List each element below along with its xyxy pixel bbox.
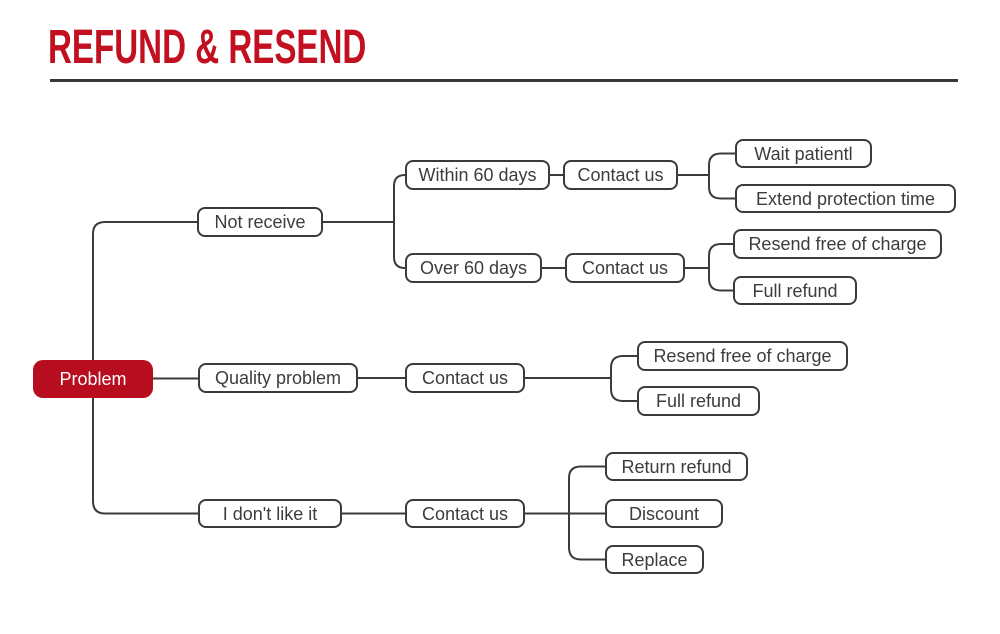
edge-contact1-bracket <box>708 152 735 200</box>
node-resend-free-of-charge-1: Resend free of charge <box>733 229 942 259</box>
title-divider <box>50 79 958 82</box>
node-return-refund: Return refund <box>605 452 748 481</box>
node-contact-us-1: Contact us <box>563 160 678 190</box>
page-title: REFUND & RESEND <box>48 19 367 74</box>
node-within-60-days: Within 60 days <box>405 160 550 190</box>
node-full-refund-1: Full refund <box>733 276 857 305</box>
edge-contact2-bracket <box>708 243 733 292</box>
edge-contact3-bracket <box>610 355 637 402</box>
node-not-receive: Not receive <box>197 207 323 237</box>
node-discount: Discount <box>605 499 723 528</box>
node-contact-us-3: Contact us <box>405 363 525 393</box>
node-quality-problem: Quality problem <box>198 363 358 393</box>
node-contact-us-4: Contact us <box>405 499 525 528</box>
node-contact-us-2: Contact us <box>565 253 685 283</box>
node-wait-patientl: Wait patientl <box>735 139 872 168</box>
node-i-dont-like-it: I don't like it <box>198 499 342 528</box>
node-replace: Replace <box>605 545 704 574</box>
node-resend-free-of-charge-2: Resend free of charge <box>637 341 848 371</box>
node-full-refund-2: Full refund <box>637 386 760 416</box>
edge-notreceive-bracket <box>393 174 406 269</box>
node-problem: Problem <box>33 360 153 398</box>
node-extend-protection-time: Extend protection time <box>735 184 956 213</box>
node-over-60-days: Over 60 days <box>405 253 542 283</box>
